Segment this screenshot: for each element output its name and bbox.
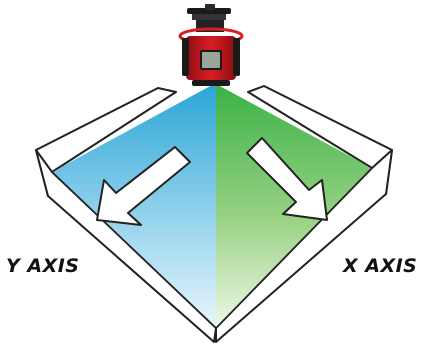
y-axis-label: Y AXIS — [6, 255, 79, 277]
x-axis-label: X AXIS — [343, 255, 417, 277]
rotary-laser-level-icon — [180, 4, 242, 86]
